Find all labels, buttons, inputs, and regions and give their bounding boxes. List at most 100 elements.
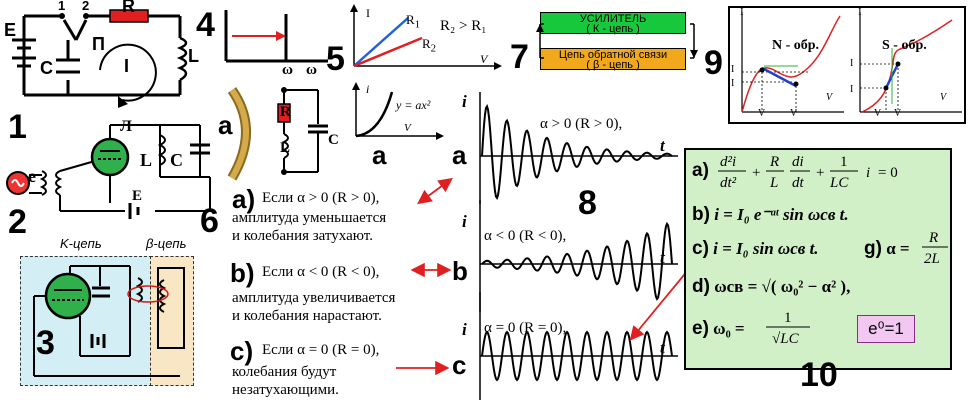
number-6: 6 (200, 202, 219, 240)
label-lamp: Л (120, 118, 132, 135)
osc-b-cond: α < 0 (R < 0), (484, 228, 567, 244)
svg-text:L: L (769, 175, 778, 191)
amplifier-block: УСИЛИТЕЛЬ ( К - цепь ) (540, 12, 686, 35)
iv-characteristics-box (728, 6, 966, 124)
axis-v-5b: V (404, 122, 411, 134)
label-r-4: R (280, 104, 291, 120)
amplifier-title: УСИЛИТЕЛЬ (579, 13, 647, 25)
number-5: 5 (326, 40, 345, 78)
svg-text:= 0: = 0 (878, 165, 898, 181)
label-a-4: a (218, 110, 233, 140)
chart-9-n (741, 12, 844, 113)
number-3: 3 (36, 324, 55, 362)
axis-i-5: I (366, 6, 370, 20)
label-r: R (122, 0, 135, 16)
case-b-letter: b) (230, 258, 255, 288)
case-b-head: Если α < 0 (R < 0), (262, 264, 380, 280)
label-l2: L (140, 150, 153, 170)
svg-text:1: 1 (784, 310, 792, 326)
chart-4 (224, 10, 328, 63)
label-a-5: a (372, 140, 387, 170)
k-chain-label: K-цепь (60, 236, 102, 251)
svg-text:2L: 2L (924, 251, 940, 267)
osc-a-letter: a (452, 140, 467, 170)
title-s-type: S - обр. (882, 38, 927, 53)
chart-9-s (859, 12, 962, 113)
svg-text:√LC: √LC (772, 331, 800, 347)
tick-s-i2: I (850, 58, 854, 69)
osc-c-letter: c (452, 350, 467, 380)
svg-text:1: 1 (840, 154, 848, 170)
number-2: 2 (8, 203, 27, 241)
chart-5-iv (350, 4, 502, 70)
axis-omega: ω (282, 62, 293, 78)
case-c-head: Если α = 0 (R = 0), (262, 342, 380, 358)
switch-pos-1: 1 (58, 0, 66, 13)
identity-badge: e⁰=1 (857, 315, 915, 343)
label-p: П (92, 34, 105, 54)
osc-c-axis-t: t (660, 338, 665, 357)
svg-text:di: di (792, 154, 804, 170)
label-current: I (124, 56, 130, 76)
number-1: 1 (8, 108, 27, 146)
beta-chain-label: β-цепь (146, 236, 187, 251)
formula-c: c) i = I₀ sin ωсв t. (692, 238, 819, 259)
chart-5-parabola (352, 82, 444, 140)
osc-c-cond: α = 0 (R = 0), (484, 320, 567, 336)
svg-text:LC: LC (829, 175, 849, 191)
osc-a-axis-i: i (462, 92, 467, 111)
osc-a-cond: α > 0 (R > 0), (540, 116, 623, 132)
number-9: 9 (704, 44, 723, 82)
feedback-title: Цепь обратной связи (558, 49, 668, 61)
case-a-line2: и колебания затухают. (232, 228, 373, 244)
axis-v-9n: V (826, 92, 833, 103)
circuit-1 (12, 9, 188, 108)
tick-s-v2: V (894, 108, 902, 119)
switch-pos-2: 2 (82, 0, 90, 13)
osc-curve-0 (481, 104, 673, 200)
osc-c-axis-i: i (462, 320, 467, 339)
svg-text:+: + (752, 165, 760, 181)
case-a-letter: a) (232, 184, 256, 214)
label-l-4: L (280, 140, 291, 156)
circuit-2 (6, 124, 211, 219)
tick-v1: V (758, 108, 766, 119)
osc-curve-2 (481, 330, 673, 382)
circuit-3 (33, 265, 185, 377)
tick-s-i1: I (850, 84, 854, 95)
axis-i-9n: I (740, 6, 744, 18)
osc-b-axis-i: i (462, 212, 467, 231)
feedback-subtitle: ( β - цепь ) (586, 59, 640, 71)
osc-b-letter: b (452, 256, 468, 286)
label-l: L (188, 46, 199, 66)
amplifier-subtitle: ( К - цепь ) (586, 23, 640, 35)
case-a-head: Если α > 0 (R > 0), (262, 190, 380, 206)
case-c-line1: колебания будут (232, 364, 337, 380)
label-r1: R1 (406, 12, 421, 31)
case-b-line1: амплитуда увеличивается (232, 290, 396, 306)
label-e2: E (132, 188, 143, 204)
number-8: 8 (578, 184, 597, 222)
label-r-relation: R₂ > R₁ (440, 18, 487, 34)
axis-omega2: ω (306, 62, 317, 78)
case-a-line1: амплитуда уменьшается (232, 210, 387, 226)
tick-v2: V (790, 108, 798, 119)
label-c: C (40, 58, 53, 78)
svg-text:R: R (769, 154, 779, 170)
svg-text:dt: dt (792, 175, 805, 191)
formula-d: d) ωсв = √( ω₀² − α² ), (692, 276, 851, 297)
equation-parabola: y = ax² (396, 98, 431, 112)
number-7: 7 (510, 38, 529, 76)
feedback-arrows (536, 23, 698, 59)
case-c-letter: c) (230, 336, 254, 366)
label-r2: R2 (422, 36, 437, 55)
formula-e: e) ω₀ = (692, 318, 745, 339)
formula-e-fraction: 1 √LC (766, 310, 810, 347)
axis-v-5: V (480, 52, 488, 66)
formula-g-fraction: R2L (922, 230, 948, 267)
axis-i-9s: I (858, 6, 862, 18)
tick-i1: I (731, 78, 735, 89)
svg-text:dt²: dt² (720, 175, 737, 191)
svg-text:+: + (816, 165, 824, 181)
